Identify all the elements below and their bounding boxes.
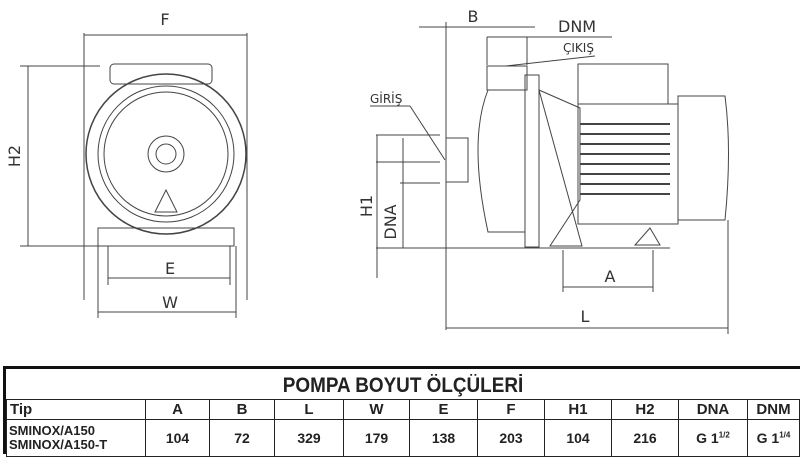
dim-label-b: B [468,7,479,26]
cell-dna: G 11/2 [678,419,748,457]
cell-e: 138 [409,419,478,457]
cell-b: 72 [209,419,275,457]
dim-label-dnm: DNM [558,17,596,36]
table-title: POMPA BOYUT ÖLÇÜLERİ [282,374,524,397]
dna-fraction: 1/2 [718,430,730,440]
pump-technical-drawing: F H2 E W B DNM ÇIKIŞ GİRİŞ [5,7,729,334]
header-w: W [343,399,410,420]
label-inlet: GİRİŞ [370,91,402,106]
front-view: F H2 E W [5,10,248,318]
header-l: L [274,399,344,420]
cell-f: 203 [477,419,545,457]
dim-label-h2: H2 [5,145,24,167]
model-name: SMINOX/A150-T [9,437,108,452]
cell-h1: 104 [544,419,612,457]
dnm-thread: G 1 [756,430,780,446]
label-outlet: ÇIKIŞ [563,41,594,55]
dnm-fraction: 1/4 [779,430,791,440]
dim-label-w: W [162,293,178,312]
cell-dnm: G 11/4 [747,419,800,457]
header-f: F [477,399,545,420]
header-b: B [209,399,275,420]
cell-h2: 216 [611,419,679,457]
header-e: E [409,399,478,420]
dim-label-e: E [165,259,175,278]
cell-l: 329 [274,419,344,457]
dim-label-a: A [605,267,616,286]
table-header-row: Tip A B L W E F H1 H2 DNA DNM [6,399,800,420]
dim-label-f: F [160,10,169,29]
header-h1: H1 [544,399,612,420]
header-dna: DNA [678,399,748,420]
dim-label-dna: DNA [381,204,400,239]
cell-w: 179 [343,419,410,457]
pump-dimensions-table: POMPA BOYUT ÖLÇÜLERİ Tip A B L W E F H1 … [3,366,800,457]
header-tip: Tip [6,399,146,420]
cell-a: 104 [145,419,210,457]
side-view: B DNM ÇIKIŞ GİRİŞ H1 DNA A L [357,7,729,334]
dim-label-l: L [581,307,590,326]
header-dnm: DNM [747,399,800,420]
dna-thread: G 1 [696,430,719,446]
model-name: SMINOX/A150 [9,423,95,438]
header-a: A [145,399,210,420]
header-h2: H2 [611,399,679,420]
dim-label-h1: H1 [357,195,376,217]
